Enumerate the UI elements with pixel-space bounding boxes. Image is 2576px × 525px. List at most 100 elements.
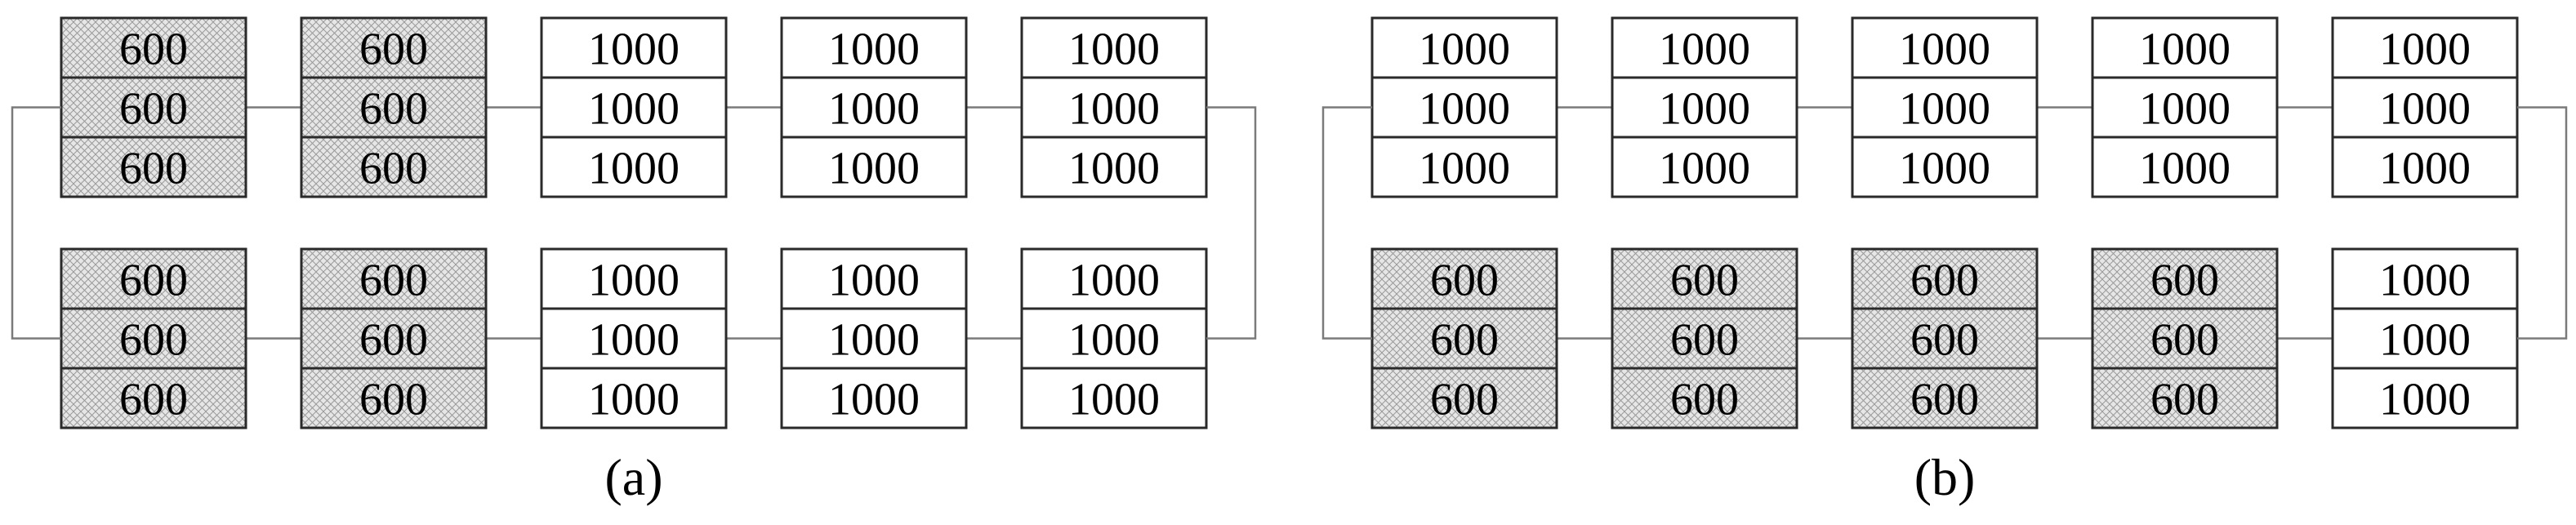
- cell-value: 600: [1910, 256, 1979, 306]
- panel-a: 6006006006006006001000100010001000100010…: [11, 16, 1257, 506]
- cell-value: 1000: [828, 144, 920, 194]
- cell-value: 600: [119, 84, 188, 135]
- cell-value: 600: [359, 24, 428, 75]
- module: 600 600 600: [300, 16, 488, 198]
- cell-value: 600: [359, 84, 428, 135]
- right-loop-wire: [2517, 106, 2568, 340]
- module: 1000 1000 1000: [2331, 247, 2519, 429]
- cell-plain: [780, 16, 968, 79]
- module: 1000 1000 1000: [1370, 16, 1558, 198]
- cell-value: 1000: [1068, 24, 1160, 75]
- cell-hatched: [60, 307, 247, 370]
- cell-plain: [780, 247, 968, 310]
- cell-plain: [2091, 16, 2279, 79]
- cell-value: 1000: [1419, 84, 1510, 135]
- cell-hatched: [300, 247, 488, 310]
- cell-plain: [2331, 136, 2519, 198]
- cell-value: 1000: [2379, 315, 2471, 366]
- panel-b: 1000100010001000100010001000100010001000…: [1321, 16, 2568, 506]
- cell-hatched: [1851, 307, 2039, 370]
- cell-value: 1000: [1068, 315, 1160, 366]
- cell-value: 600: [1910, 375, 1979, 425]
- cell-hatched: [1851, 367, 2039, 429]
- module-row-2: 6006006006006006001000100010001000100010…: [60, 247, 1208, 429]
- cell-value: 600: [119, 375, 188, 425]
- right-loop-wire: [1206, 106, 1257, 340]
- cell-value: 600: [359, 144, 428, 194]
- cell-value: 600: [119, 315, 188, 366]
- cell-plain: [1020, 136, 1208, 198]
- cell-value: 1000: [588, 84, 680, 135]
- cell-value: 1000: [1899, 84, 1990, 135]
- cell-value: 600: [1670, 375, 1739, 425]
- cell-plain: [2331, 16, 2519, 79]
- cell-plain: [540, 367, 728, 429]
- cell-value: 1000: [2379, 24, 2471, 75]
- cell-plain: [1611, 16, 1798, 79]
- cell-value: 600: [119, 144, 188, 194]
- cell-hatched: [300, 307, 488, 370]
- cell-value: 600: [1430, 375, 1499, 425]
- cell-hatched: [2091, 307, 2279, 370]
- cell-value: 600: [359, 375, 428, 425]
- cell-hatched: [2091, 247, 2279, 310]
- cell-plain: [1020, 307, 1208, 370]
- cell-value: 600: [1910, 315, 1979, 366]
- cell-plain: [540, 76, 728, 139]
- cell-value: 1000: [2379, 375, 2471, 425]
- panels: 600 600 600 600 600 600 1000 1000 1000 1000 1000 10…: [11, 16, 2568, 506]
- cell-value: 1000: [2139, 144, 2231, 194]
- cell-value: 1000: [1419, 24, 1510, 75]
- cell-plain: [780, 76, 968, 139]
- cell-value: 600: [119, 256, 188, 306]
- cell-value: 1000: [2139, 84, 2231, 135]
- cell-hatched: [60, 247, 247, 310]
- cell-plain: [540, 307, 728, 370]
- cell-value: 600: [1670, 256, 1739, 306]
- cell-value: 600: [2150, 256, 2219, 306]
- cell-value: 1000: [1899, 24, 1990, 75]
- cell-value: 600: [2150, 375, 2219, 425]
- cell-plain: [540, 136, 728, 198]
- cell-value: 1000: [828, 315, 920, 366]
- cell-value: 1000: [588, 375, 680, 425]
- cell-value: 1000: [1659, 144, 1750, 194]
- module-row-1: 6006006006006006001000100010001000100010…: [60, 16, 1208, 198]
- module: 600 600 600: [60, 247, 247, 429]
- cell-hatched: [300, 136, 488, 198]
- cell-plain: [2091, 136, 2279, 198]
- cell-plain: [1851, 136, 2039, 198]
- cell-plain: [1611, 136, 1798, 198]
- cell-plain: [1020, 367, 1208, 429]
- cell-hatched: [60, 367, 247, 429]
- module: 1000 1000 1000: [2331, 16, 2519, 198]
- cell-hatched: [1611, 247, 1798, 310]
- cell-value: 1000: [1899, 144, 1990, 194]
- cell-value: 1000: [828, 84, 920, 135]
- cell-plain: [780, 136, 968, 198]
- cell-plain: [2331, 307, 2519, 370]
- cell-value: 1000: [828, 256, 920, 306]
- module: 600 600 600: [1851, 247, 2039, 429]
- cell-hatched: [2091, 367, 2279, 429]
- cell-value: 600: [1430, 315, 1499, 366]
- cell-value: 1000: [1659, 24, 1750, 75]
- cell-value: 1000: [588, 315, 680, 366]
- cell-hatched: [60, 136, 247, 198]
- cell-hatched: [300, 367, 488, 429]
- cell-value: 1000: [1419, 144, 1510, 194]
- cell-hatched: [1370, 307, 1558, 370]
- cell-value: 1000: [2379, 84, 2471, 135]
- cell-value: 1000: [2379, 256, 2471, 306]
- cell-value: 1000: [2379, 144, 2471, 194]
